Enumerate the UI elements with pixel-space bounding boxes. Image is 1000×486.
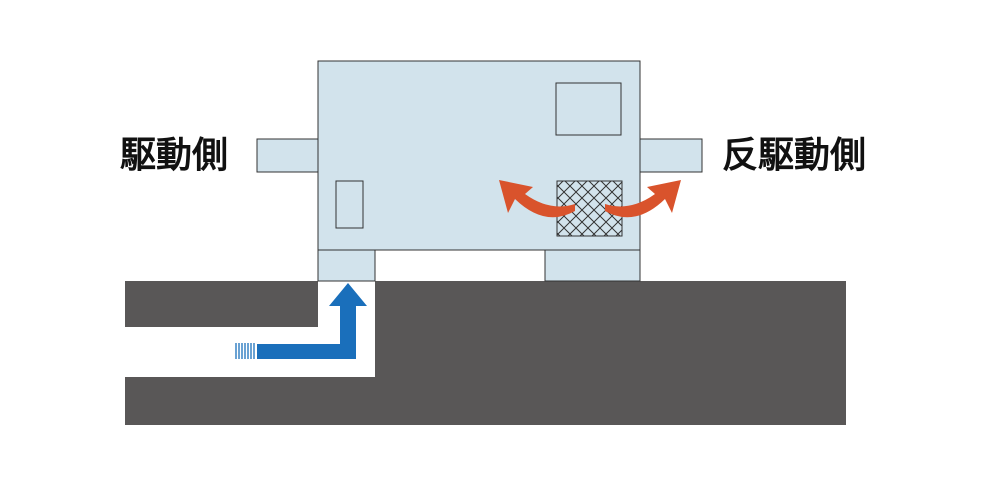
right-foot bbox=[544, 249, 641, 282]
foundation bbox=[125, 281, 846, 425]
non-drive-side-label: 反駆動側 bbox=[722, 135, 867, 176]
left-foot bbox=[317, 249, 376, 282]
non-drive-side-shaft bbox=[639, 138, 703, 173]
cooling-air-inlet-arrow bbox=[235, 283, 367, 359]
drive-side-label: 駆動側 bbox=[120, 135, 229, 176]
drive-side-shaft bbox=[256, 138, 319, 173]
small-window bbox=[335, 180, 364, 229]
terminal-box bbox=[555, 82, 622, 136]
exhaust-arrow-left bbox=[499, 180, 575, 218]
exhaust-arrow-right bbox=[605, 180, 681, 218]
